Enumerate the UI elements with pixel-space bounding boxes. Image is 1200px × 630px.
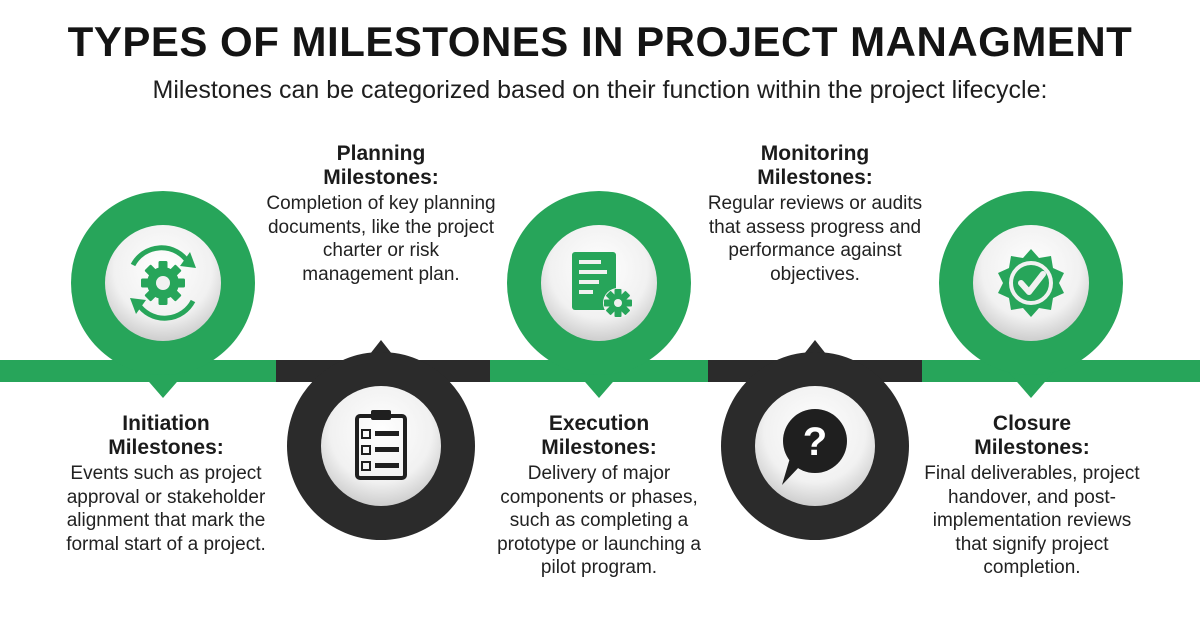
- page-subtitle: Milestones can be categorized based on t…: [152, 76, 1048, 104]
- document-gear-icon: [572, 252, 633, 318]
- milestone-description: Completion of key planning documents, li…: [266, 193, 496, 285]
- monitoring-pin: ?: [721, 340, 909, 540]
- page-title: TYPES OF MILESTONES IN PROJECT MANAGMENT: [67, 18, 1133, 65]
- milestone-heading-line2: Milestones:: [974, 436, 1090, 459]
- milestone-planning: Planning Milestones: Completion of key p…: [266, 142, 496, 286]
- svg-text:?: ?: [803, 420, 827, 464]
- gear-cycle-icon: [130, 245, 196, 321]
- milestone-initiation: Initiation Milestones: Events such as pr…: [51, 412, 281, 556]
- milestone-heading-line1: Initiation: [122, 412, 210, 435]
- milestone-monitoring: Monitoring Milestones: Regular reviews o…: [700, 142, 930, 286]
- clipboard-checklist-icon: [355, 410, 407, 480]
- milestone-heading-line1: Closure: [992, 412, 1072, 435]
- execution-pin: [507, 191, 691, 398]
- planning-pin: [287, 340, 475, 540]
- milestone-description: Regular reviews or audits that assess pr…: [707, 193, 923, 285]
- milestone-heading-line2: Milestones:: [323, 166, 439, 189]
- closure-pin: [939, 191, 1123, 398]
- milestone-execution: Execution Milestones: Delivery of major …: [484, 412, 714, 580]
- milestone-description: Events such as project approval or stake…: [66, 463, 266, 555]
- milestone-heading-line1: Execution: [548, 412, 650, 435]
- milestone-description: Delivery of major components or phases, …: [497, 463, 701, 578]
- milestone-heading-line2: Milestones:: [757, 166, 873, 189]
- milestone-closure: Closure Milestones: Final deliverables, …: [917, 412, 1147, 580]
- milestone-heading-line1: Monitoring: [760, 142, 870, 165]
- badge-check-icon: [998, 249, 1064, 317]
- milestone-description: Final deliverables, project handover, an…: [924, 463, 1140, 578]
- milestone-heading-line1: Planning: [336, 142, 426, 165]
- initiation-pin: [71, 191, 255, 398]
- milestone-heading-line2: Milestones:: [541, 436, 657, 459]
- milestone-heading-line2: Milestones:: [108, 436, 224, 459]
- question-bubble-icon: ?: [782, 409, 847, 485]
